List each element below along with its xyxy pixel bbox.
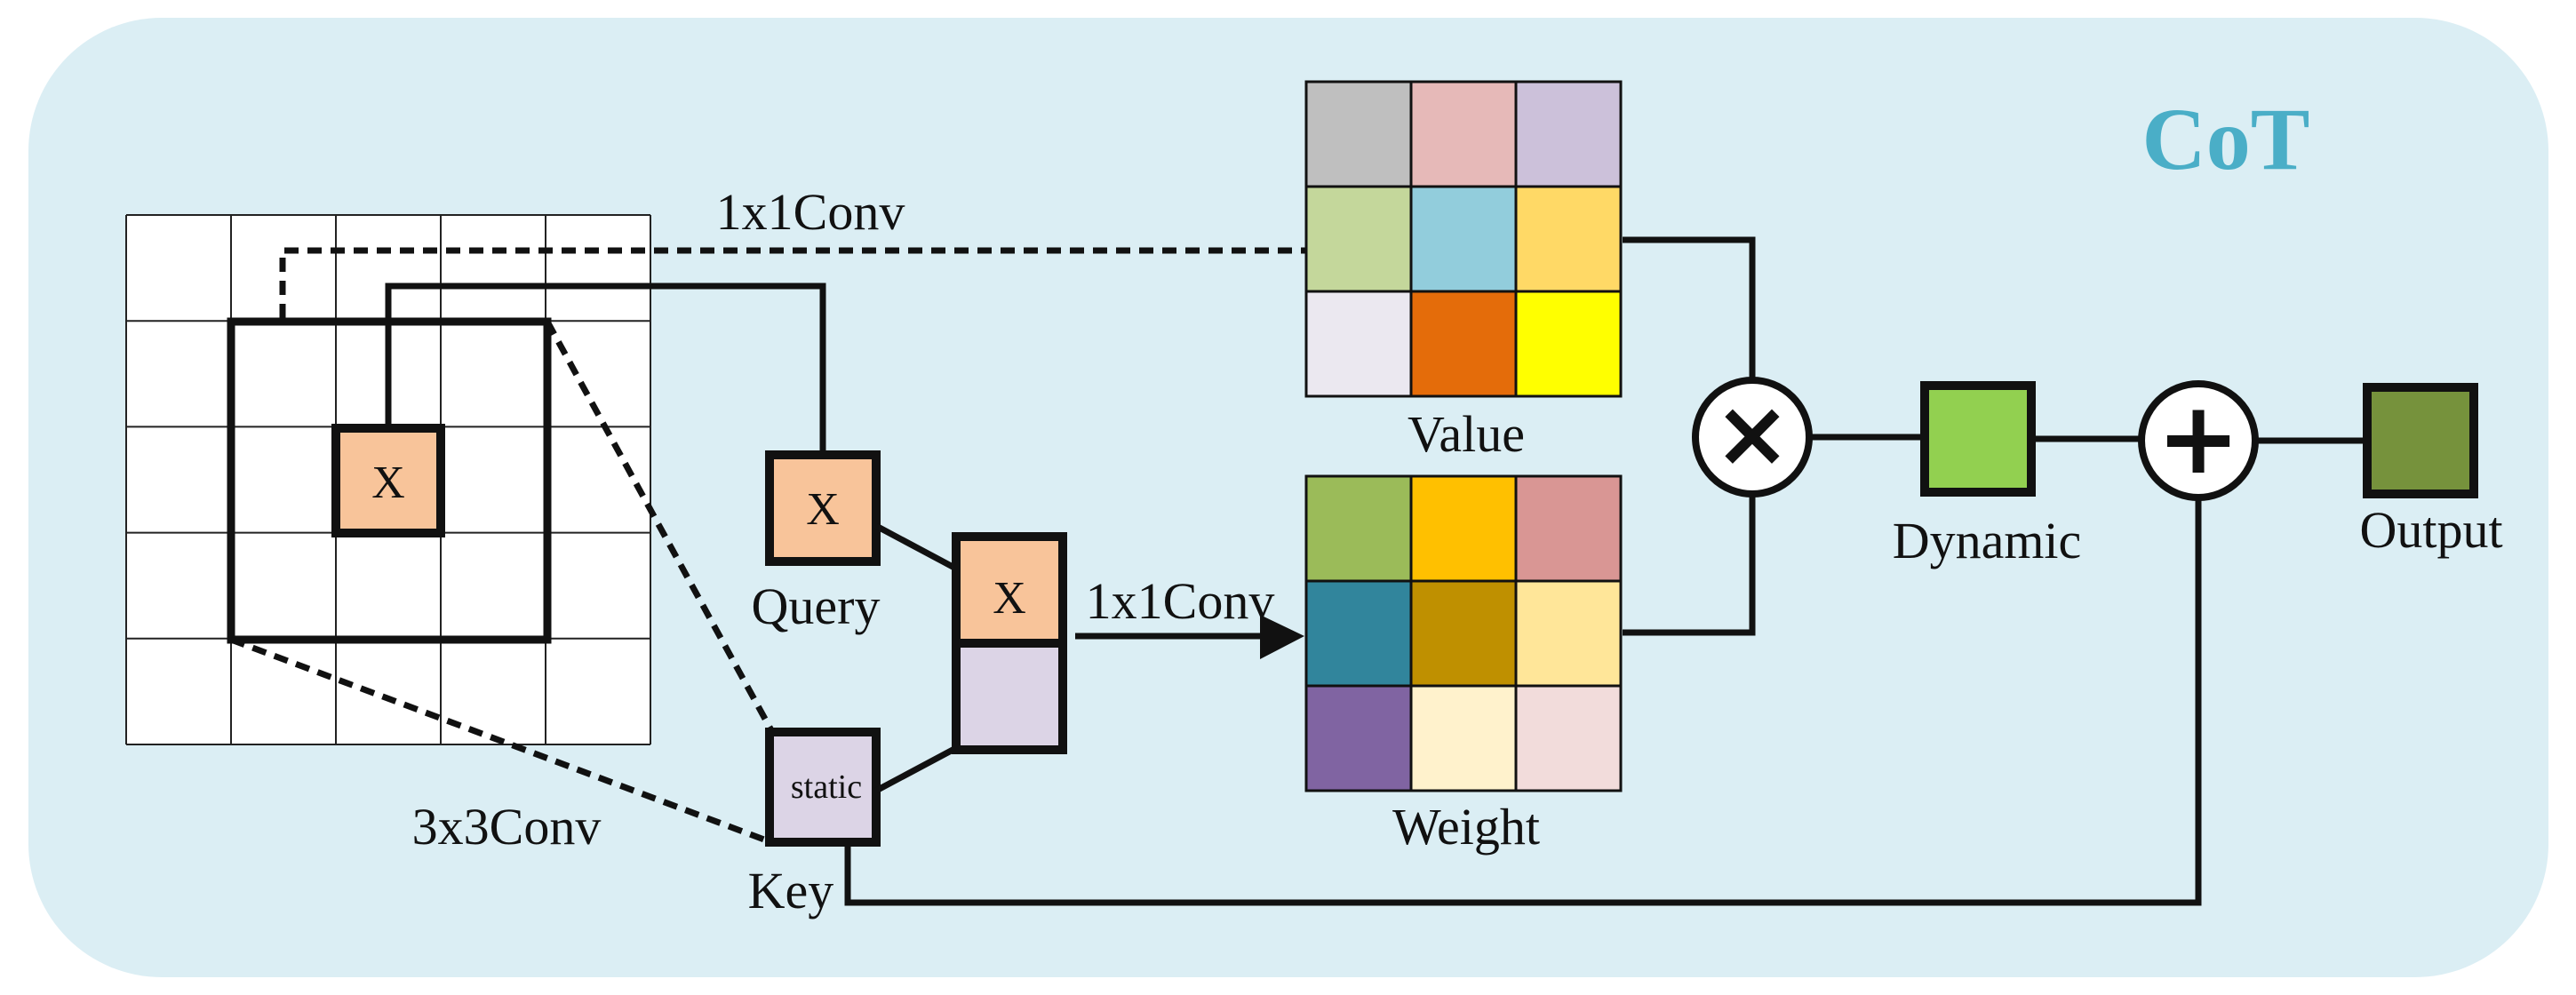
value-grid-cell <box>1409 80 1518 188</box>
weight-grid-cell <box>1514 474 1623 583</box>
weight-grid-cell <box>1514 684 1623 792</box>
weight-grid-cell <box>1409 579 1518 688</box>
background-panel <box>28 18 2548 977</box>
concat-top-block <box>952 532 1067 648</box>
value-to-multiply-line <box>1623 236 1756 380</box>
query-connector <box>385 283 826 455</box>
multiply-operator-symbol: × <box>1713 379 1790 488</box>
weight-grid <box>1304 474 1623 792</box>
value-grid-cell <box>1409 185 1518 293</box>
weight-grid-cell <box>1304 579 1413 688</box>
key-to-concat-line <box>874 744 958 794</box>
value-grid <box>1304 80 1623 398</box>
dynamic-label: Dynamic <box>1893 512 2082 569</box>
dynamic-block <box>1920 381 2036 497</box>
weight-grid-cell <box>1409 684 1518 792</box>
concat-bottom-block <box>952 639 1067 754</box>
output-label: Output <box>2359 501 2502 559</box>
conv-mid-label: 1x1Conv <box>1086 572 1275 630</box>
conv-top-label: 1x1Conv <box>716 183 905 241</box>
key-block-label: static <box>791 768 862 806</box>
key-label: Key <box>748 862 834 919</box>
output-block <box>2363 383 2478 498</box>
value-grid-cell <box>1304 185 1413 293</box>
weight-to-multiply-line <box>1623 494 1756 636</box>
value-grid-cell <box>1514 185 1623 293</box>
value-grid-cell <box>1304 290 1413 398</box>
weight-grid-cell <box>1514 579 1623 688</box>
dashed-3x3conv-line-bottom <box>229 636 773 846</box>
conv-bottom-label: 3x3Conv <box>412 798 602 856</box>
query-block-label: X <box>806 484 840 535</box>
weight-label: Weight <box>1392 798 1540 856</box>
weight-grid-cell <box>1304 474 1413 583</box>
value-grid-cell <box>1304 80 1413 188</box>
add-operator-symbol: + <box>2157 381 2240 497</box>
query-label: Query <box>752 577 881 635</box>
diagram-title: CoT <box>2142 90 2310 188</box>
value-label: Value <box>1408 405 1525 463</box>
query-to-concat-line <box>874 522 958 572</box>
conv-arrow-head <box>1260 615 1304 659</box>
center-x-label: X <box>371 458 405 508</box>
value-grid-cell <box>1409 290 1518 398</box>
concat-top-label: X <box>993 573 1026 624</box>
dashed-3x3conv-line-top <box>544 320 775 732</box>
weight-grid-cell <box>1409 474 1518 583</box>
value-grid-cell <box>1514 80 1623 188</box>
weight-grid-cell <box>1304 684 1413 792</box>
key-block <box>765 728 881 847</box>
value-grid-cell <box>1514 290 1623 398</box>
query-block <box>765 450 881 566</box>
key-skip-connection <box>844 498 2202 906</box>
dashed-1x1conv-line <box>279 247 1306 318</box>
